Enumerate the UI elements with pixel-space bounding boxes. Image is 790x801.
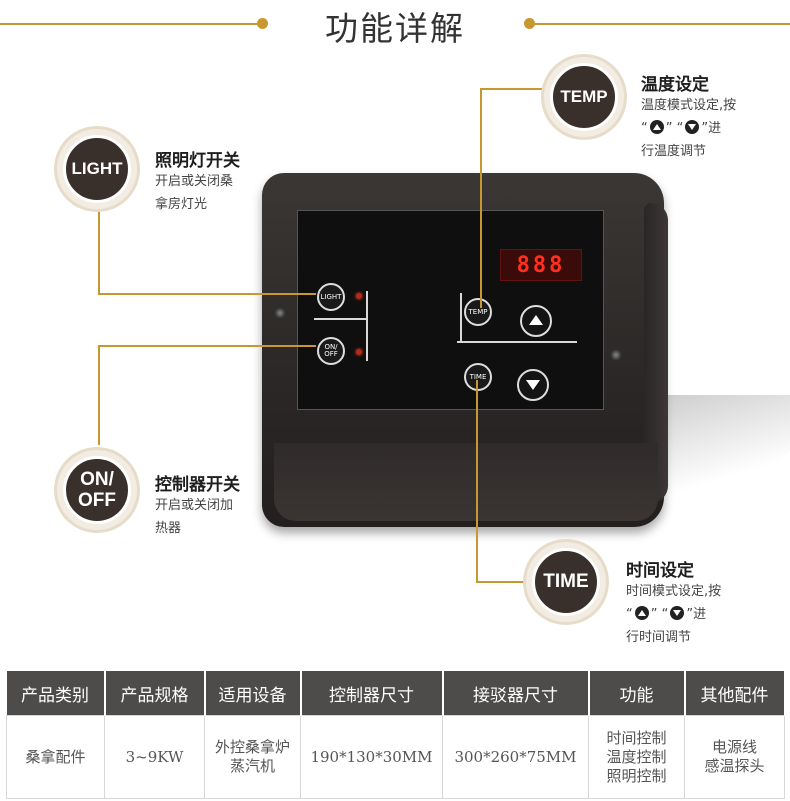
down-arrow-icon <box>526 380 540 390</box>
panel-line <box>460 293 462 341</box>
cell-line: 电源线 <box>711 738 757 756</box>
onoff-badge-line: OFF <box>78 490 116 511</box>
cell-line: 温度控制 <box>606 747 667 766</box>
onoff-button[interactable]: ON/ OFF <box>317 337 345 365</box>
title-line-right <box>530 23 790 25</box>
temp-badge: TEMP <box>544 57 624 137</box>
leader-line <box>98 293 316 295</box>
down-arrow-icon <box>670 606 685 620</box>
panel-line <box>314 318 366 320</box>
temp-desc: 温度模式设定,按 “” “”进 行温度调节 <box>641 94 790 163</box>
table-header: 接驳器尺寸 <box>442 671 590 716</box>
table-header-row: 产品类别 产品规格 适用设备 控制器尺寸 接驳器尺寸 功能 其他配件 <box>6 671 786 716</box>
light-title: 照明灯开关 <box>155 151 240 171</box>
light-badge: LIGHT <box>57 129 137 209</box>
cell-line: 外控桑拿炉 <box>214 738 290 756</box>
light-button[interactable]: LIGHT <box>317 283 345 311</box>
table-header: 适用设备 <box>204 671 302 716</box>
onoff-title: 控制器开关 <box>155 475 240 495</box>
temp-title: 温度设定 <box>641 75 709 95</box>
cell-connector-size: 300*260*75MM <box>442 715 589 799</box>
table-header: 功能 <box>588 671 686 716</box>
leader-line <box>98 345 316 347</box>
quote-open: “ <box>661 607 669 622</box>
onoff-badge: ON/ OFF <box>57 450 137 530</box>
table-header: 产品类别 <box>6 671 106 716</box>
leader-line <box>480 88 482 308</box>
quote-open: “ <box>676 121 684 136</box>
page-title: 功能详解 <box>325 9 465 48</box>
temp-desc-line: 温度模式设定,按 <box>641 98 737 113</box>
up-arrow-icon <box>529 315 543 325</box>
quote-close: ”进 <box>701 121 722 136</box>
cell-equipment: 外控桑拿炉 蒸汽机 <box>204 715 301 799</box>
light-desc-line: 开启或关闭桑 <box>155 174 234 189</box>
leader-line <box>98 345 100 445</box>
quote-open: “ <box>641 121 648 136</box>
onoff-desc-line: 开启或关闭加 <box>155 498 234 513</box>
leader-line <box>480 88 542 90</box>
temp-badge-label: TEMP <box>550 63 618 131</box>
temp-button[interactable]: TEMP <box>464 298 492 326</box>
onoff-desc: 开启或关闭加 热器 <box>155 494 233 540</box>
table-header: 其他配件 <box>684 671 786 716</box>
screw-right <box>610 349 622 361</box>
leader-line <box>476 380 478 583</box>
quote-close: ”进 <box>686 607 707 622</box>
title-dot-left <box>257 18 268 29</box>
table-header: 控制器尺寸 <box>300 671 444 716</box>
quote-close: ” <box>650 607 658 622</box>
panel-line <box>366 291 368 361</box>
led-display: 888 <box>500 249 582 281</box>
screw-left <box>274 307 286 319</box>
cell-controller-size: 190*130*30MM <box>300 715 443 799</box>
time-badge-label: TIME <box>532 548 600 616</box>
temp-desc-line: 行温度调节 <box>641 144 707 159</box>
light-desc: 开启或关闭桑 拿房灯光 <box>155 170 233 216</box>
cell-spec: 3~9KW <box>104 715 205 799</box>
device-bottom <box>274 443 658 521</box>
down-button[interactable] <box>517 369 549 401</box>
time-desc-line: 时间模式设定,按 <box>626 584 722 599</box>
quote-open: “ <box>626 607 633 622</box>
spec-table: 产品类别 产品规格 适用设备 控制器尺寸 接驳器尺寸 功能 其他配件 桑拿配件 … <box>6 671 786 799</box>
cell-line: 感温探头 <box>704 757 765 775</box>
panel-line <box>457 341 577 343</box>
leader-line <box>476 581 526 583</box>
up-arrow-icon <box>634 606 649 620</box>
time-desc: 时间模式设定,按 “” “”进 行时间调节 <box>626 580 786 649</box>
leader-line <box>98 205 100 295</box>
cell-function: 时间控制 温度控制 照明控制 <box>588 715 685 799</box>
title-dot-right <box>524 18 535 29</box>
quote-close: ” <box>665 121 673 136</box>
down-arrow-icon <box>685 120 700 134</box>
light-led <box>356 293 362 299</box>
time-desc-line: 行时间调节 <box>626 630 692 645</box>
up-button[interactable] <box>520 305 552 337</box>
time-desc-line: “” “”进 <box>626 603 786 626</box>
time-badge: TIME <box>526 542 606 622</box>
onoff-led <box>356 349 362 355</box>
cell-line: 时间控制 <box>606 728 667 747</box>
onoff-badge-line: ON/ <box>80 469 114 490</box>
control-panel-glass <box>297 210 604 410</box>
cell-accessory: 电源线 感温探头 <box>684 715 785 799</box>
time-button[interactable]: TIME <box>464 363 492 391</box>
up-arrow-icon <box>649 120 664 134</box>
cell-category: 桑拿配件 <box>6 715 105 799</box>
light-desc-line: 拿房灯光 <box>155 197 208 212</box>
temp-desc-line: “” “”进 <box>641 117 790 140</box>
onoff-badge-label: ON/ OFF <box>63 456 131 524</box>
time-title: 时间设定 <box>626 561 694 581</box>
controller-device: LIGHT ON/ OFF 888 TEMP TIME <box>262 173 668 527</box>
onoff-desc-line: 热器 <box>155 521 182 536</box>
cell-line: 蒸汽机 <box>229 757 275 775</box>
table-header: 产品规格 <box>104 671 206 716</box>
cell-line: 照明控制 <box>606 766 667 785</box>
light-badge-label: LIGHT <box>63 135 131 203</box>
title-line-left <box>0 23 262 25</box>
table-row: 桑拿配件 3~9KW 外控桑拿炉 蒸汽机 190*130*30MM 300*26… <box>6 715 785 799</box>
